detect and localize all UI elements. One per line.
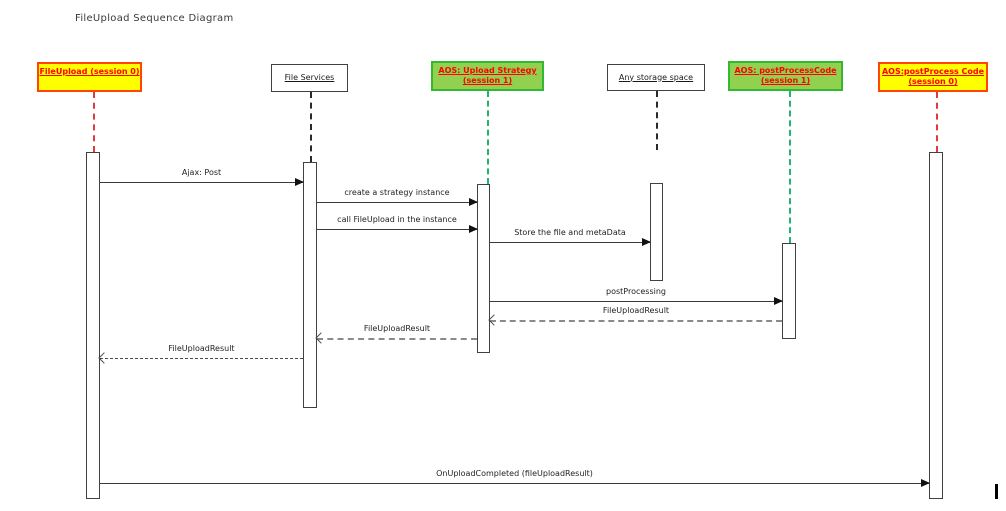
participant-label: Any storage space (618, 72, 694, 82)
message-label: call FileUpload in the instance (337, 215, 457, 224)
lifeline-aos-upload-strategy (487, 91, 489, 184)
activation-aos-postprocesscode-session1 (782, 243, 796, 339)
lifeline-file-services (310, 92, 312, 162)
activation-file-services (303, 162, 317, 408)
arrowhead-right-icon (774, 297, 783, 305)
arrowhead-right-icon (469, 198, 478, 206)
message-line (100, 358, 303, 359)
message-line (490, 301, 782, 302)
message-line (490, 320, 782, 322)
participant-fileupload-session0: FileUpload (session 0) (37, 62, 142, 92)
message-label: FileUploadResult (602, 306, 670, 315)
text-cursor-artifact (995, 484, 998, 499)
message-label: postProcessing (606, 287, 666, 296)
arrowhead-right-icon (469, 225, 478, 233)
participant-aos-upload-strategy: AOS: Upload Strategy (session 1) (431, 61, 544, 91)
message-label: Store the file and metaData (514, 228, 626, 237)
lifeline-aos-postprocess-code-session0 (936, 92, 938, 152)
arrowhead-left-icon (315, 332, 327, 344)
participant-any-storage-space: Any storage space (607, 64, 705, 91)
participant-label: AOS: postProcessCode (734, 66, 837, 75)
arrowhead-right-icon (921, 479, 930, 487)
message-label: OnUploadCompleted (fileUploadResult) (436, 469, 593, 478)
activation-fileupload-session0 (86, 152, 100, 499)
participant-label: File Services (284, 73, 335, 82)
participant-aos-postprocess-code-session0: AOS:postProcess Code (session 0) (878, 62, 988, 92)
lifeline-any-storage-space (656, 91, 658, 150)
participant-label-line2: (session 1) (462, 76, 513, 85)
activation-aos-upload-strategy (477, 184, 490, 353)
activation-aos-postprocess-code-session0 (929, 152, 943, 499)
message-line (100, 483, 929, 484)
message-label: FileUploadResult (168, 344, 235, 353)
message-line (317, 229, 477, 230)
message-line (100, 182, 303, 183)
arrowhead-right-icon (295, 178, 304, 186)
message-label: create a strategy instance (344, 188, 450, 197)
participant-file-services: File Services (271, 64, 348, 92)
lifeline-fileupload-session0 (93, 92, 95, 152)
participant-label: AOS: Upload Strategy (438, 66, 537, 75)
arrowhead-left-icon (98, 352, 110, 364)
lifeline-aos-postprocesscode-session1 (789, 91, 791, 243)
participant-aos-postprocesscode-session1: AOS: postProcessCode (session 1) (728, 61, 843, 91)
message-line (490, 242, 650, 243)
activation-any-storage-space (650, 183, 663, 281)
arrowhead-left-icon (488, 314, 500, 326)
participant-label-line2: (session 0) (908, 77, 958, 86)
diagram-title: FileUpload Sequence Diagram (75, 13, 234, 24)
message-label: Ajax: Post (181, 168, 222, 177)
participant-label: FileUpload (session 0) (39, 67, 140, 76)
arrowhead-right-icon (642, 238, 651, 246)
message-line (317, 338, 477, 340)
message-label: FileUploadResult (363, 324, 431, 333)
participant-label: AOS:postProcess Code (881, 67, 985, 76)
message-line (317, 202, 477, 203)
participant-label-line2: (session 1) (760, 76, 811, 85)
